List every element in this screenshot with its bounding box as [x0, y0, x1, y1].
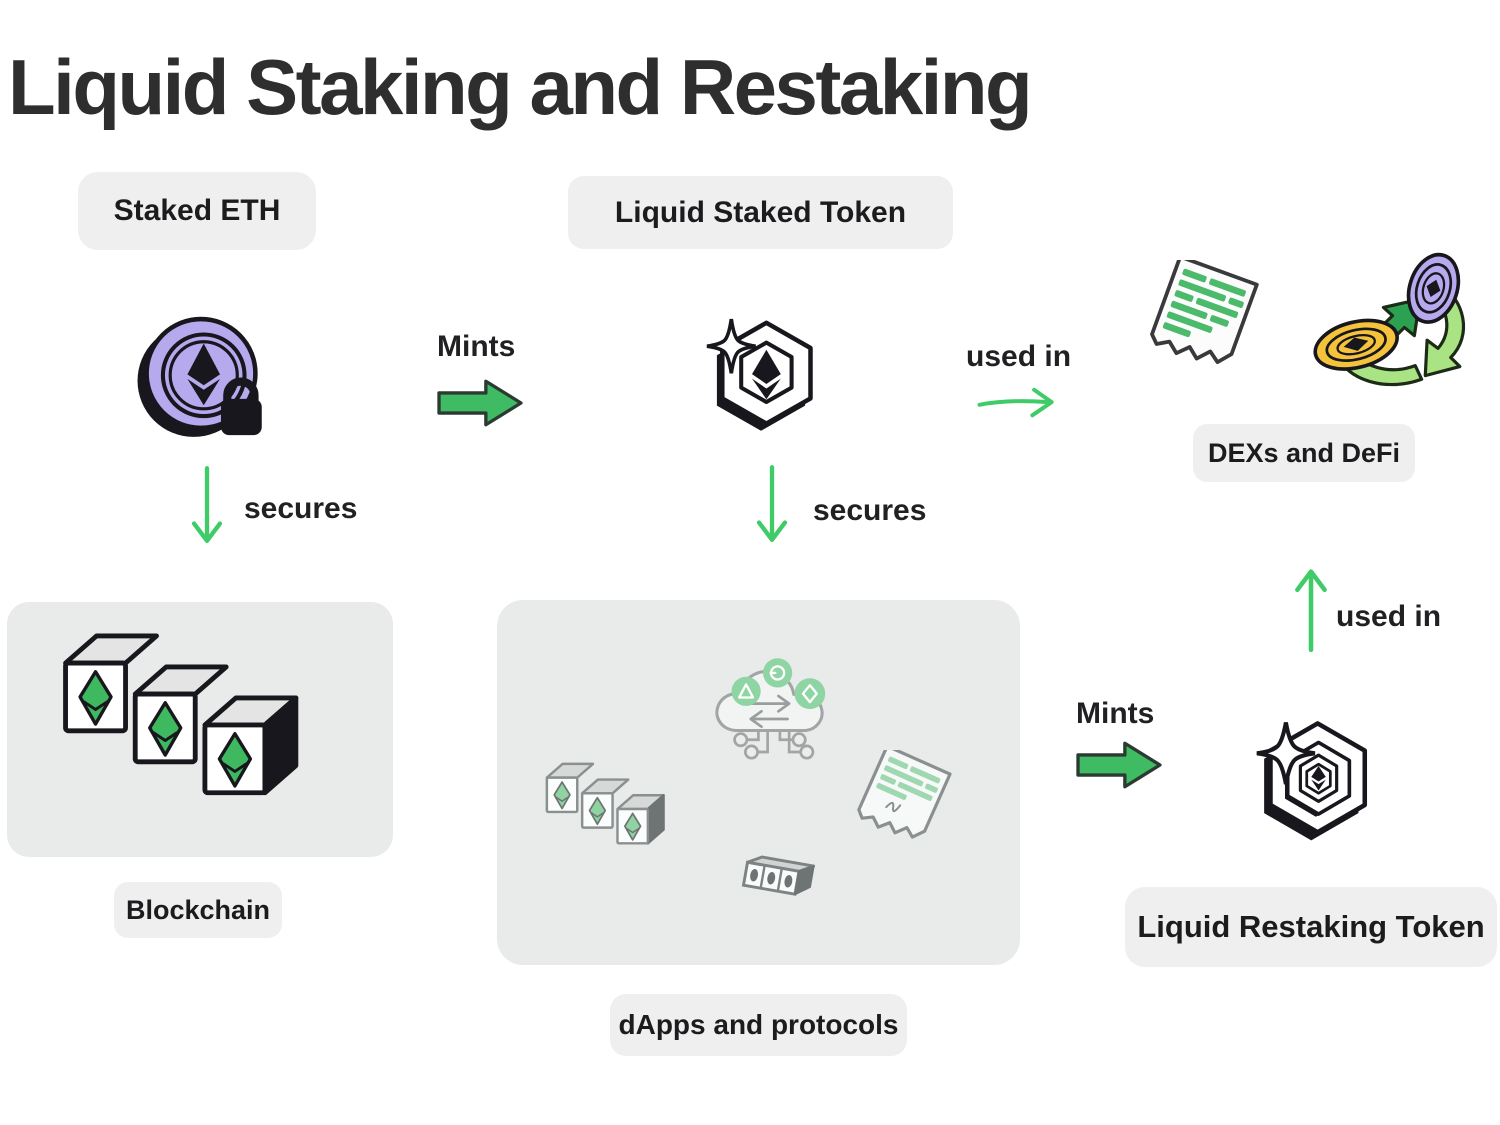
dapps-mini-chain-icon [737, 852, 815, 912]
staked-eth-label-text: Staked ETH [113, 194, 281, 227]
circle-badge-icon [763, 658, 793, 688]
edge-label-mints-2: Mints [1076, 697, 1155, 730]
page-title: Liquid Staking and Restaking [8, 43, 1033, 131]
node-label-dapps-protocols: dApps and protocols [610, 994, 907, 1056]
lock-body [220, 398, 262, 436]
blockchain-cubes-icon [52, 625, 352, 825]
secures-arrow-down-icon-2 [753, 462, 791, 552]
node-label-dexs-defi: DEXs and DeFi [1193, 424, 1415, 482]
triangle-badge-icon [731, 676, 761, 706]
dapps-contract-icon [848, 750, 954, 858]
defi-document-icon [1136, 260, 1266, 388]
diamond-badge-icon [794, 678, 826, 709]
lock-shackle [223, 377, 259, 401]
circuit-legs [747, 730, 800, 754]
dapps-cubes-icon [540, 758, 692, 860]
sparkle-icon [1256, 722, 1316, 785]
dexs-defi-label-text: DEXs and DeFi [1207, 437, 1401, 468]
node-label-blockchain: Blockchain [114, 882, 282, 938]
used-in-thin-arrow-up-icon [1291, 558, 1331, 658]
edge-label-secures-2: secures [813, 494, 927, 527]
node-label-liquid-staked-token: Liquid Staked Token [568, 176, 953, 249]
dapps-cloud-icon [700, 644, 846, 774]
yellow-coin-icon [1313, 318, 1399, 371]
dapps-protocols-label-text: dApps and protocols [618, 1009, 899, 1040]
secures-arrow-down-icon-1 [188, 462, 226, 554]
cube-2 [132, 664, 229, 765]
edge-label-used-in-1: used in [966, 340, 1072, 373]
liquid-staked-token-icon [697, 312, 825, 438]
edge-label-secures-1: secures [244, 492, 358, 525]
staked-eth-coin-icon [133, 314, 269, 442]
mints-block-arrow-right-icon-2 [1073, 736, 1165, 794]
purple-coin-icon [1406, 252, 1461, 324]
edge-label-mints-1: Mints [437, 330, 516, 363]
node-label-staked-eth: Staked ETH [78, 172, 316, 250]
signature-squiggle [885, 801, 902, 813]
sparkle-icon [706, 318, 756, 374]
liquid-restaking-token-label-text: Liquid Restaking Token [1137, 909, 1485, 944]
liquid-staked-token-label-text: Liquid Staked Token [614, 195, 907, 229]
blockchain-label-text: Blockchain [125, 894, 271, 925]
cube-3 [202, 695, 299, 796]
edge-label-used-in-2: used in [1336, 600, 1442, 633]
liquid-restaking-token-icon [1245, 708, 1383, 844]
mints-block-arrow-right-icon [434, 374, 526, 432]
node-label-liquid-restaking-token: Liquid Restaking Token [1125, 887, 1497, 967]
cube-1 [63, 633, 159, 734]
token-swap-icon [1308, 252, 1478, 402]
used-in-thin-arrow-right-icon [976, 383, 1064, 423]
